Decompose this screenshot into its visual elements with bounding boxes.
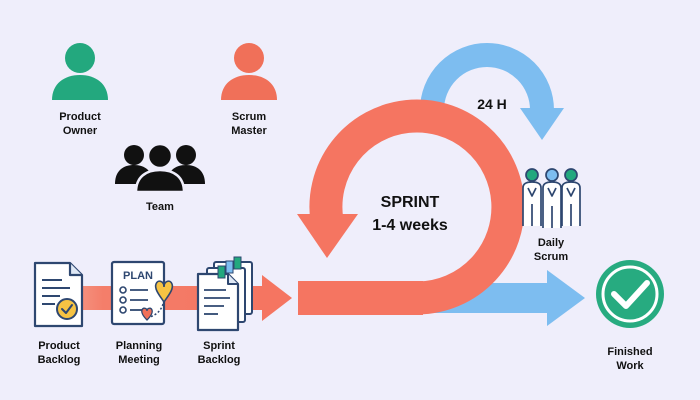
sprint-title: SPRINT [380,194,440,211]
team-label: Team [146,201,174,213]
planning-meeting-label: Planning Meeting [115,340,163,366]
scrum-master-person-icon [221,43,277,100]
finished-check-circle-icon [596,260,664,328]
plan-board-icon [110,260,174,326]
plan-board-title: PLAN [123,270,153,282]
sprint-backlog-label: Sprint Backlog [197,340,241,366]
sprint-backlog-document-stack-icon [196,256,253,332]
product-backlog-label: Product Backlog [37,340,81,366]
product-backlog-document-icon [33,261,84,328]
sprint-duration: 1-4 weeks [372,217,448,234]
sprint-cycle-arrow [297,99,525,315]
daily-team-icon [522,168,581,228]
product-owner-label: Product Owner [59,111,101,137]
product-owner-person-icon [52,43,108,100]
team-group-icon [115,142,205,194]
finished-work-label: Finished Work [607,346,653,372]
daily-cycle-label: 24 H [477,96,507,112]
daily-scrum-loop-arrow [405,43,585,326]
daily-scrum-label: Daily Scrum [533,237,569,263]
scrum-master-label: Scrum Master [231,111,267,137]
